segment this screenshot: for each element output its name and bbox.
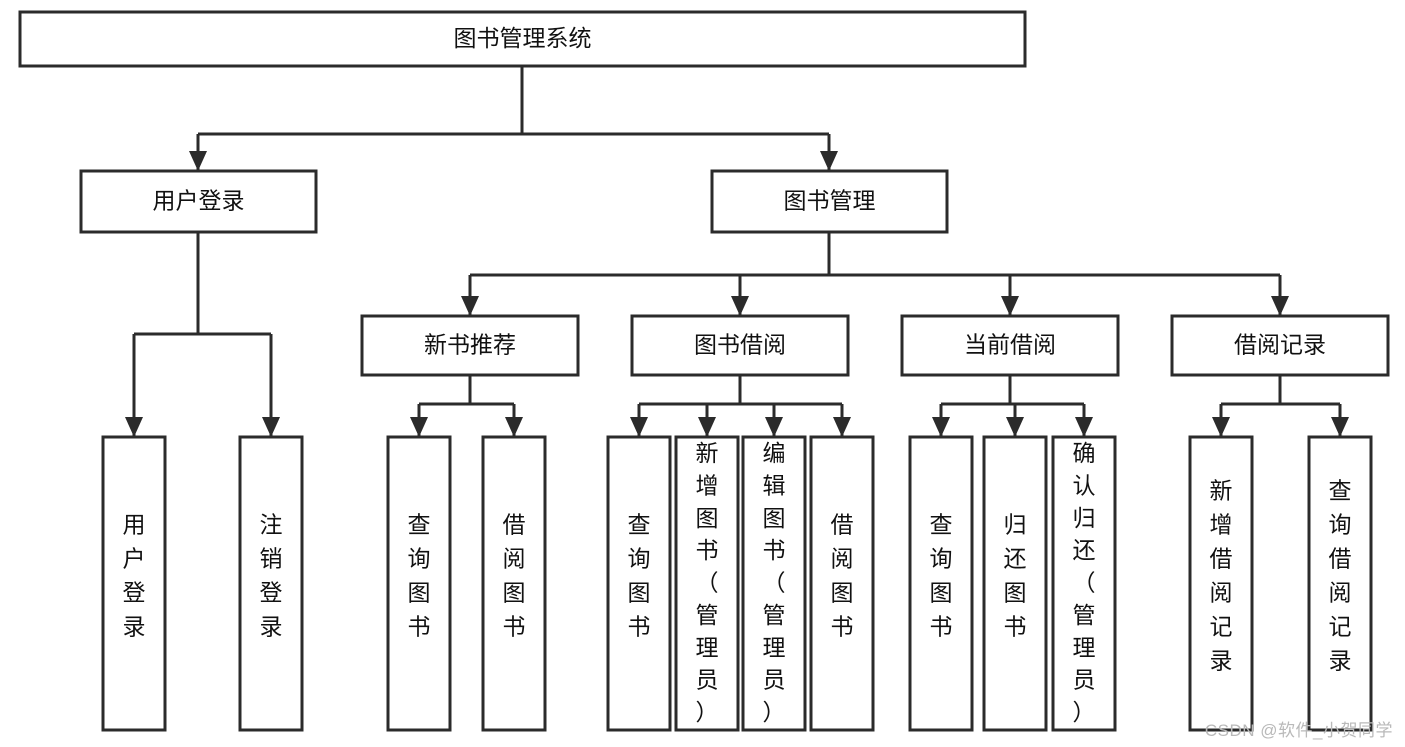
arrow-head-icon bbox=[1271, 296, 1289, 316]
arrow-head-icon bbox=[505, 417, 523, 437]
node-book-manage[interactable]: 图书管理 bbox=[710, 169, 949, 234]
node-box-book-manage[interactable] bbox=[710, 169, 949, 234]
arrow-head-icon bbox=[932, 417, 950, 437]
node-label-book-borrow: 图书借阅 bbox=[694, 332, 786, 358]
node-label-leaf-user-logout: 注销登录 bbox=[260, 512, 283, 640]
node-label-user-login: 用户登录 bbox=[153, 188, 245, 214]
node-label-leaf-query-book-3: 查询图书 bbox=[930, 512, 953, 640]
arrow-head-icon bbox=[731, 296, 749, 316]
arrow-head-icon bbox=[189, 151, 207, 171]
node-box-leaf-query-book-3[interactable] bbox=[908, 435, 974, 732]
arrow-head-icon bbox=[461, 296, 479, 316]
node-leaf-query-record[interactable]: 查询借阅记录 bbox=[1307, 435, 1373, 732]
node-box-current-borrow[interactable] bbox=[900, 314, 1120, 377]
node-box-leaf-query-book-2[interactable] bbox=[606, 435, 672, 732]
node-box-user-login[interactable] bbox=[79, 169, 318, 234]
node-box-borrow-record[interactable] bbox=[1170, 314, 1390, 377]
node-label-book-manage: 图书管理 bbox=[784, 188, 876, 214]
node-box-leaf-add-record[interactable] bbox=[1188, 435, 1254, 732]
node-box-leaf-query-book-1[interactable] bbox=[386, 435, 452, 732]
node-label-leaf-edit-book: 编辑图书（管理员） bbox=[763, 440, 786, 725]
node-leaf-edit-book[interactable]: 编辑图书（管理员） bbox=[741, 435, 807, 732]
node-new-book-recommend[interactable]: 新书推荐 bbox=[360, 314, 580, 377]
node-box-book-borrow[interactable] bbox=[630, 314, 850, 377]
node-label-leaf-borrow-book-1: 借阅图书 bbox=[503, 512, 526, 640]
node-label-leaf-query-book-2: 查询图书 bbox=[628, 512, 651, 640]
node-leaf-user-logout[interactable]: 注销登录 bbox=[238, 435, 304, 732]
node-label-current-borrow: 当前借阅 bbox=[964, 332, 1056, 358]
node-layer: 图书管理系统用户登录图书管理新书推荐图书借阅当前借阅借阅记录用户登录注销登录查询… bbox=[18, 10, 1390, 732]
node-borrow-record[interactable]: 借阅记录 bbox=[1170, 314, 1390, 377]
node-label-leaf-return-book: 归还图书 bbox=[1004, 512, 1027, 640]
node-box-leaf-confirm-return[interactable] bbox=[1051, 435, 1117, 732]
node-leaf-confirm-return[interactable]: 确认归还（管理员） bbox=[1051, 435, 1117, 732]
connector-layer bbox=[125, 66, 1349, 437]
node-leaf-query-book-1[interactable]: 查询图书 bbox=[386, 435, 452, 732]
node-leaf-add-book[interactable]: 新增图书（管理员） bbox=[674, 435, 740, 732]
arrow-head-icon bbox=[698, 417, 716, 437]
node-leaf-query-book-3[interactable]: 查询图书 bbox=[908, 435, 974, 732]
node-leaf-borrow-book-2[interactable]: 借阅图书 bbox=[809, 435, 875, 732]
watermark-text: CSDN @软件_小贺同学 bbox=[1204, 721, 1393, 740]
node-box-leaf-borrow-book-1[interactable] bbox=[481, 435, 547, 732]
node-label-leaf-borrow-book-2: 借阅图书 bbox=[831, 512, 854, 640]
arrow-head-icon bbox=[820, 151, 838, 171]
arrow-head-icon bbox=[630, 417, 648, 437]
node-leaf-query-book-2[interactable]: 查询图书 bbox=[606, 435, 672, 732]
arrow-head-icon bbox=[410, 417, 428, 437]
node-book-borrow[interactable]: 图书借阅 bbox=[630, 314, 850, 377]
node-user-login[interactable]: 用户登录 bbox=[79, 169, 318, 234]
node-box-new-book-recommend[interactable] bbox=[360, 314, 580, 377]
node-leaf-borrow-book-1[interactable]: 借阅图书 bbox=[481, 435, 547, 732]
node-box-leaf-user-login[interactable] bbox=[101, 435, 167, 732]
node-box-leaf-borrow-book-2[interactable] bbox=[809, 435, 875, 732]
node-leaf-user-login[interactable]: 用户登录 bbox=[101, 435, 167, 732]
arrow-head-icon bbox=[1075, 417, 1093, 437]
node-label-leaf-add-record: 新增借阅记录 bbox=[1210, 478, 1233, 674]
arrow-head-icon bbox=[765, 417, 783, 437]
node-label-borrow-record: 借阅记录 bbox=[1234, 332, 1326, 358]
node-label-root: 图书管理系统 bbox=[454, 25, 592, 51]
node-box-leaf-user-logout[interactable] bbox=[238, 435, 304, 732]
node-label-leaf-query-book-1: 查询图书 bbox=[408, 512, 431, 640]
node-label-new-book-recommend: 新书推荐 bbox=[424, 332, 516, 358]
arrow-head-icon bbox=[833, 417, 851, 437]
node-leaf-add-record[interactable]: 新增借阅记录 bbox=[1188, 435, 1254, 732]
node-label-leaf-add-book: 新增图书（管理员） bbox=[696, 440, 719, 725]
node-box-leaf-query-record[interactable] bbox=[1307, 435, 1373, 732]
arrow-head-icon bbox=[1331, 417, 1349, 437]
node-box-root[interactable] bbox=[18, 10, 1027, 68]
node-root[interactable]: 图书管理系统 bbox=[18, 10, 1027, 68]
node-label-leaf-user-login: 用户登录 bbox=[123, 512, 146, 640]
node-box-leaf-add-book[interactable] bbox=[674, 435, 740, 732]
arrow-head-icon bbox=[125, 417, 143, 437]
arrow-head-icon bbox=[1006, 417, 1024, 437]
arrow-head-icon bbox=[1212, 417, 1230, 437]
node-leaf-return-book[interactable]: 归还图书 bbox=[982, 435, 1048, 732]
arrow-head-icon bbox=[262, 417, 280, 437]
node-label-leaf-query-record: 查询借阅记录 bbox=[1329, 478, 1352, 674]
node-label-leaf-confirm-return: 确认归还（管理员） bbox=[1073, 440, 1096, 725]
node-current-borrow[interactable]: 当前借阅 bbox=[900, 314, 1120, 377]
node-box-leaf-return-book[interactable] bbox=[982, 435, 1048, 732]
node-box-leaf-edit-book[interactable] bbox=[741, 435, 807, 732]
arrow-head-icon bbox=[1001, 296, 1019, 316]
